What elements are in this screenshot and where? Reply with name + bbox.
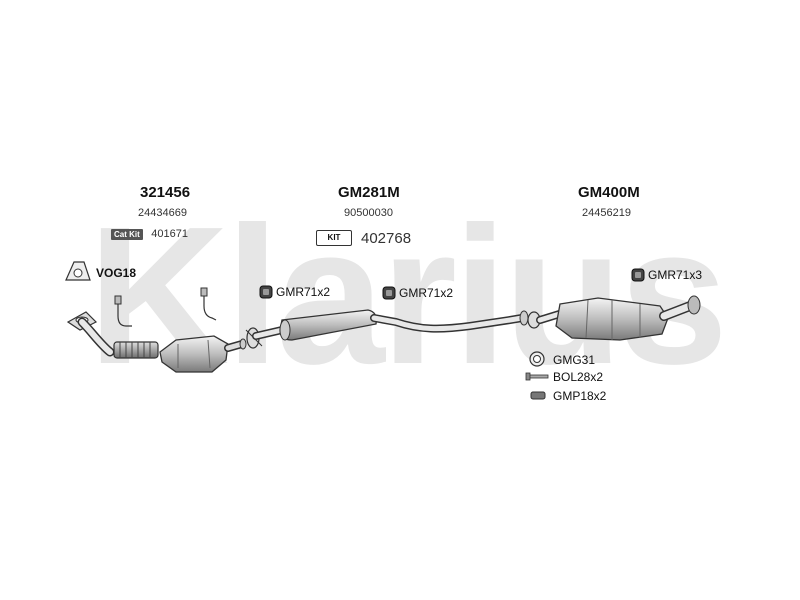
gasket-label: VOG18: [96, 266, 137, 280]
centre-silencer-pipe: [245, 309, 529, 349]
clamp-pad-icon: [530, 391, 546, 400]
gasket-ring-icon: [529, 351, 545, 367]
mount-label: GMR71x2: [399, 286, 454, 300]
bolt-icon: [525, 372, 549, 381]
reference-number: 24434669: [138, 207, 187, 219]
accessory-label: GMP18x2: [553, 389, 607, 403]
part-number: GM400M: [578, 184, 640, 201]
cat-kit-number: 401671: [151, 228, 188, 240]
cat-kit-row: Cat Kit 401671: [111, 224, 188, 242]
kit-number: 402768: [361, 230, 412, 247]
mount-label: GMR71x2: [276, 285, 331, 299]
mount-label: GMR71x3: [648, 268, 703, 282]
front-pipe-catalytic-converter: [66, 287, 247, 373]
accessory-label: GMG31: [553, 353, 596, 367]
kit-badge: KIT: [316, 230, 352, 246]
accessory-label: BOL28x2: [553, 370, 604, 384]
reference-number: 90500030: [344, 207, 393, 219]
rubber-mount-icon: [631, 268, 645, 282]
rubber-mount-icon: [259, 285, 273, 299]
part-number: 321456: [140, 184, 191, 201]
reference-number: 24456219: [582, 207, 631, 219]
part-number: GM281M: [338, 184, 400, 201]
cat-kit-badge: Cat Kit: [111, 229, 143, 240]
rear-silencer: [527, 295, 701, 341]
rubber-mount-icon: [382, 286, 396, 300]
triangle-gasket-icon: [65, 261, 91, 281]
